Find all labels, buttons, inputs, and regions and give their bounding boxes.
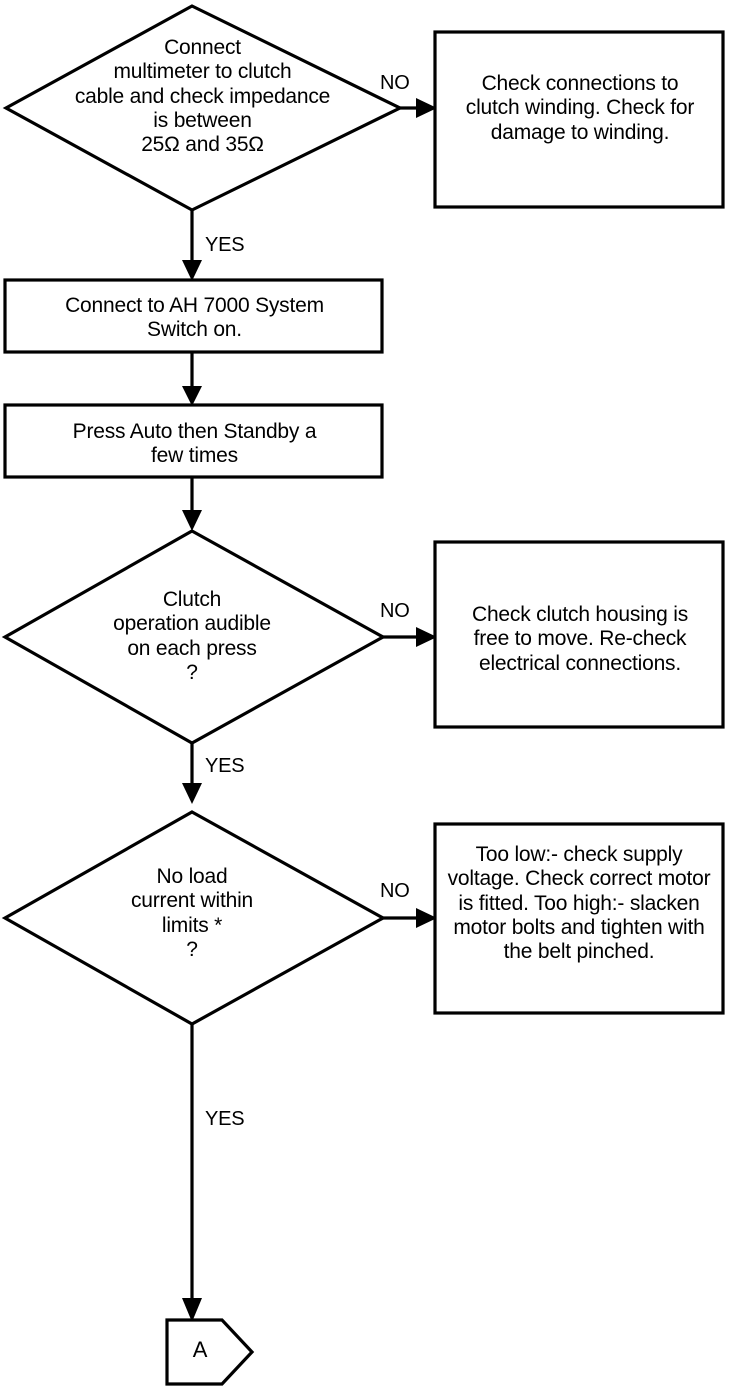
action-node-check-connections-label: Check connections to clutch winding. Che…	[465, 72, 695, 144]
edge-label-yes-1: YES	[205, 234, 245, 256]
action-node-supply-voltage-motor[interactable]	[433, 822, 725, 1015]
edge-yes-2-arrowhead	[182, 783, 202, 804]
edge-label-no-2: NO	[380, 600, 410, 622]
process-node-press-auto-standby-label: Press Auto then Standby a few times	[72, 420, 317, 468]
edge-no-3-arrowhead	[416, 908, 437, 928]
action-node-check-clutch-housing-label: Check clutch housing is free to move. Re…	[471, 603, 688, 675]
edge-label-no-3: NO	[380, 880, 410, 902]
action-node-check-connections[interactable]	[433, 30, 725, 209]
edge-yes-3-arrowhead	[182, 1298, 202, 1322]
action-node-check-clutch-housing[interactable]	[433, 540, 725, 729]
decision-node-no-load-current-label: No load current within limits * ?	[130, 865, 254, 962]
decision-node-clutch-audible-label: Clutch operation audible on each press ?	[113, 588, 271, 685]
edge-flow-1-arrowhead	[182, 386, 202, 406]
edge-label-yes-3: YES	[205, 1108, 245, 1130]
connector-node-a-label: A	[192, 1337, 208, 1362]
edge-label-yes-2: YES	[205, 755, 245, 777]
edge-label-no-1: NO	[380, 72, 410, 94]
edge-no-1-arrowhead	[416, 98, 437, 118]
process-node-connect-ah7000-label: Connect to AH 7000 System Switch on.	[65, 294, 324, 342]
edge-yes-1-arrowhead	[182, 260, 202, 281]
connector-node-a[interactable]	[165, 1318, 255, 1386]
decision-node-impedance-label: Connect multimeter to clutch cable and c…	[74, 36, 331, 157]
process-node-press-auto-standby[interactable]	[3, 403, 384, 479]
edge-no-2-arrowhead	[416, 627, 437, 647]
action-node-supply-voltage-motor-label: Too low:- check supply voltage. Check co…	[447, 843, 711, 964]
edge-flow-2-arrowhead	[182, 510, 202, 531]
